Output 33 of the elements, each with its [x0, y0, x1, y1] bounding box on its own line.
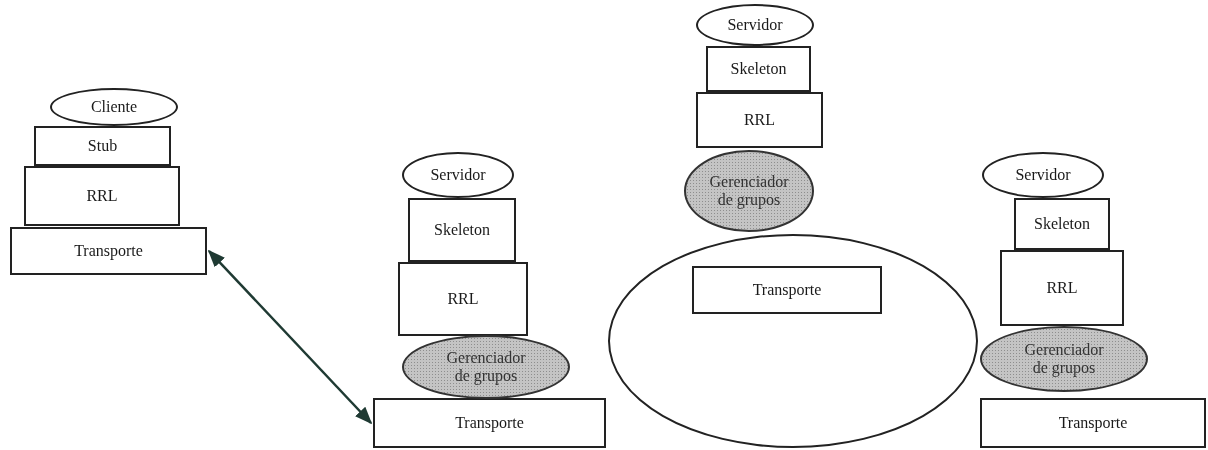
node-label: RRL — [743, 110, 776, 130]
group-ring-ellipse — [608, 234, 978, 448]
node-label: Servidor — [430, 165, 486, 185]
node-label: Skeleton — [1034, 214, 1090, 234]
layer-box — [1000, 250, 1124, 326]
node-label: Skeleton — [434, 220, 490, 240]
layer-box — [980, 398, 1206, 448]
layer-box — [706, 46, 811, 92]
node-label: Stub — [87, 136, 118, 156]
node-label: Gerenciador de grupos — [1023, 340, 1105, 378]
double-arrow — [207, 249, 373, 425]
layer-box — [408, 198, 516, 262]
node-label: Transporte — [74, 241, 143, 261]
node-label: Transporte — [752, 280, 822, 300]
node-label: RRL — [1046, 278, 1078, 298]
layer-box — [373, 398, 606, 448]
layer-box — [10, 227, 207, 275]
node-label: Gerenciador de grupos — [708, 172, 790, 210]
layer-box — [1014, 198, 1110, 250]
node-label: Cliente — [90, 97, 138, 117]
layer-box — [398, 262, 528, 336]
layer-box — [24, 166, 180, 226]
node-label: Servidor — [727, 15, 783, 35]
node-label: Transporte — [1058, 413, 1128, 433]
node-label: RRL — [447, 289, 479, 309]
node-label: Transporte — [455, 413, 524, 433]
node-label: RRL — [86, 186, 118, 206]
layer-box — [692, 266, 882, 314]
node-label: Servidor — [1015, 165, 1071, 185]
node-label: Gerenciador de grupos — [445, 348, 527, 386]
layer-box — [34, 126, 171, 166]
node-label: Skeleton — [730, 59, 787, 79]
layer-box — [696, 92, 823, 148]
